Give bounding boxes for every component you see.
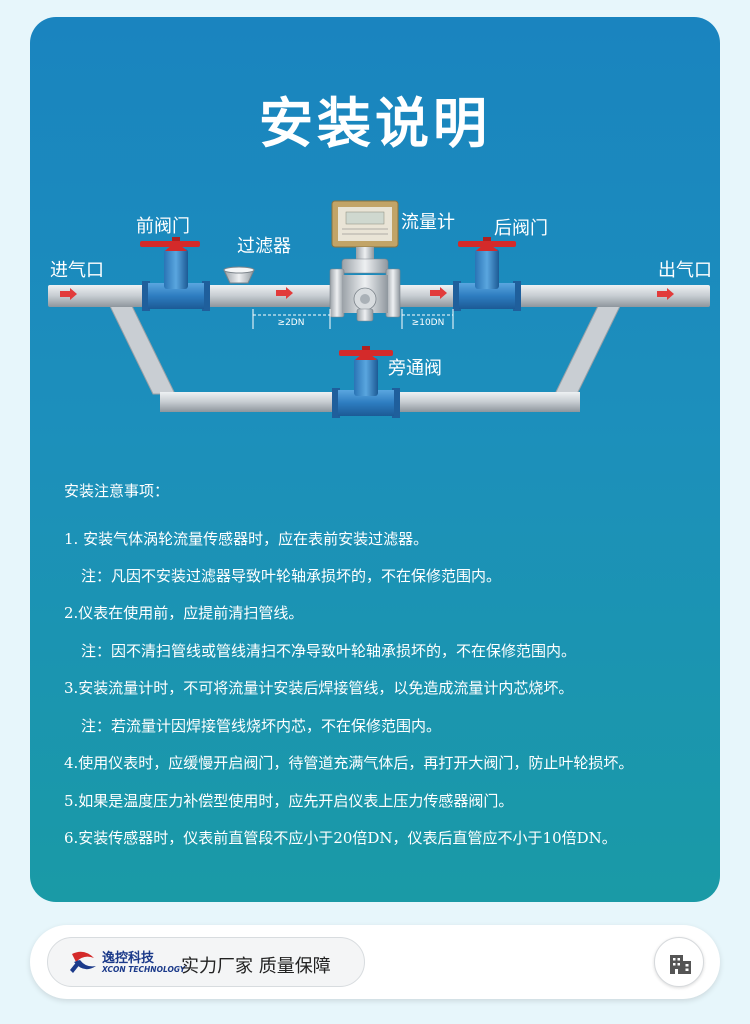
instructions-card: 安装说明 <box>30 17 720 902</box>
bypass-valve-label: 旁通阀 <box>388 358 442 379</box>
note-item: 4.使用仪表时，应缓慢开启阀门，待管道充满气体后，再打开大阀门，防止叶轮损坏。 <box>64 754 634 772</box>
page-title: 安装说明 <box>259 91 491 155</box>
flow-arrows <box>60 287 674 300</box>
note-item: 注：若流量计因焊接管线烧坏内芯，不在保修范围内。 <box>81 717 442 735</box>
company-home-button[interactable] <box>654 937 704 987</box>
note-item: 1. 安装气体涡轮流量传感器时，应在表前安装过滤器。 <box>64 530 429 548</box>
inlet-label: 进气口 <box>50 260 104 281</box>
note-item: 5.如果是温度压力补偿型使用时，应先开启仪表上压力传感器阀门。 <box>64 792 514 810</box>
upstream-dimension <box>252 309 331 329</box>
logo-mark-icon <box>70 951 96 973</box>
brand-logo: 逸控科技 XCON TECHNOLOGY <box>68 946 185 980</box>
note-item: 注：因不清扫管线或管线清扫不净导致叶轮轴承损坏的，不在保修范围内。 <box>81 642 577 660</box>
logo-chinese-name: 逸控科技 <box>102 951 155 966</box>
logo-english-name: XCON TECHNOLOGY <box>102 965 186 974</box>
note-item: 6.安装传感器时，仪表前直管段不应小于20倍DN，仪表后直管应不小于10倍DN。 <box>64 829 617 847</box>
note-item: 3.安装流量计时，不可将流量计安装后焊接管线，以免造成流量计内芯烧坏。 <box>64 679 574 697</box>
outlet-label: 出气口 <box>658 260 712 281</box>
note-item: 注：凡因不安装过滤器导致叶轮轴承损坏的，不在保修范围内。 <box>81 567 502 585</box>
front-valve-label: 前阀门 <box>136 216 190 237</box>
front-valve <box>140 237 210 311</box>
brand-pill[interactable]: 逸控科技 XCON TECHNOLOGY 实力厂家 质量保障 <box>47 937 365 987</box>
bypass-pipe <box>107 301 623 412</box>
slogan: 实力厂家 质量保障 <box>181 956 331 977</box>
filter <box>223 266 255 284</box>
notes-heading: 安装注意事项： <box>64 482 170 500</box>
note-item: 2.仪表在使用前，应提前清扫管线。 <box>64 604 304 622</box>
flowmeter-label: 流量计 <box>401 212 455 233</box>
rear-valve-label: 后阀门 <box>494 218 548 239</box>
filter-label: 过滤器 <box>237 236 291 257</box>
upstream-length-label: ≥2DN <box>278 318 305 328</box>
downstream-dimension <box>401 309 454 329</box>
installation-diagram: ≥2DN ≥10DN 进气口 出气口 前阀门 过滤器 流量计 后阀门 旁通阀 <box>48 200 712 418</box>
building-icon <box>670 955 691 974</box>
rear-valve <box>453 237 521 311</box>
flowmeter <box>329 200 401 322</box>
footer-bar: 逸控科技 XCON TECHNOLOGY 实力厂家 质量保障 <box>30 925 720 999</box>
downstream-length-label: ≥10DN <box>412 318 445 328</box>
bypass-valve <box>332 346 400 418</box>
